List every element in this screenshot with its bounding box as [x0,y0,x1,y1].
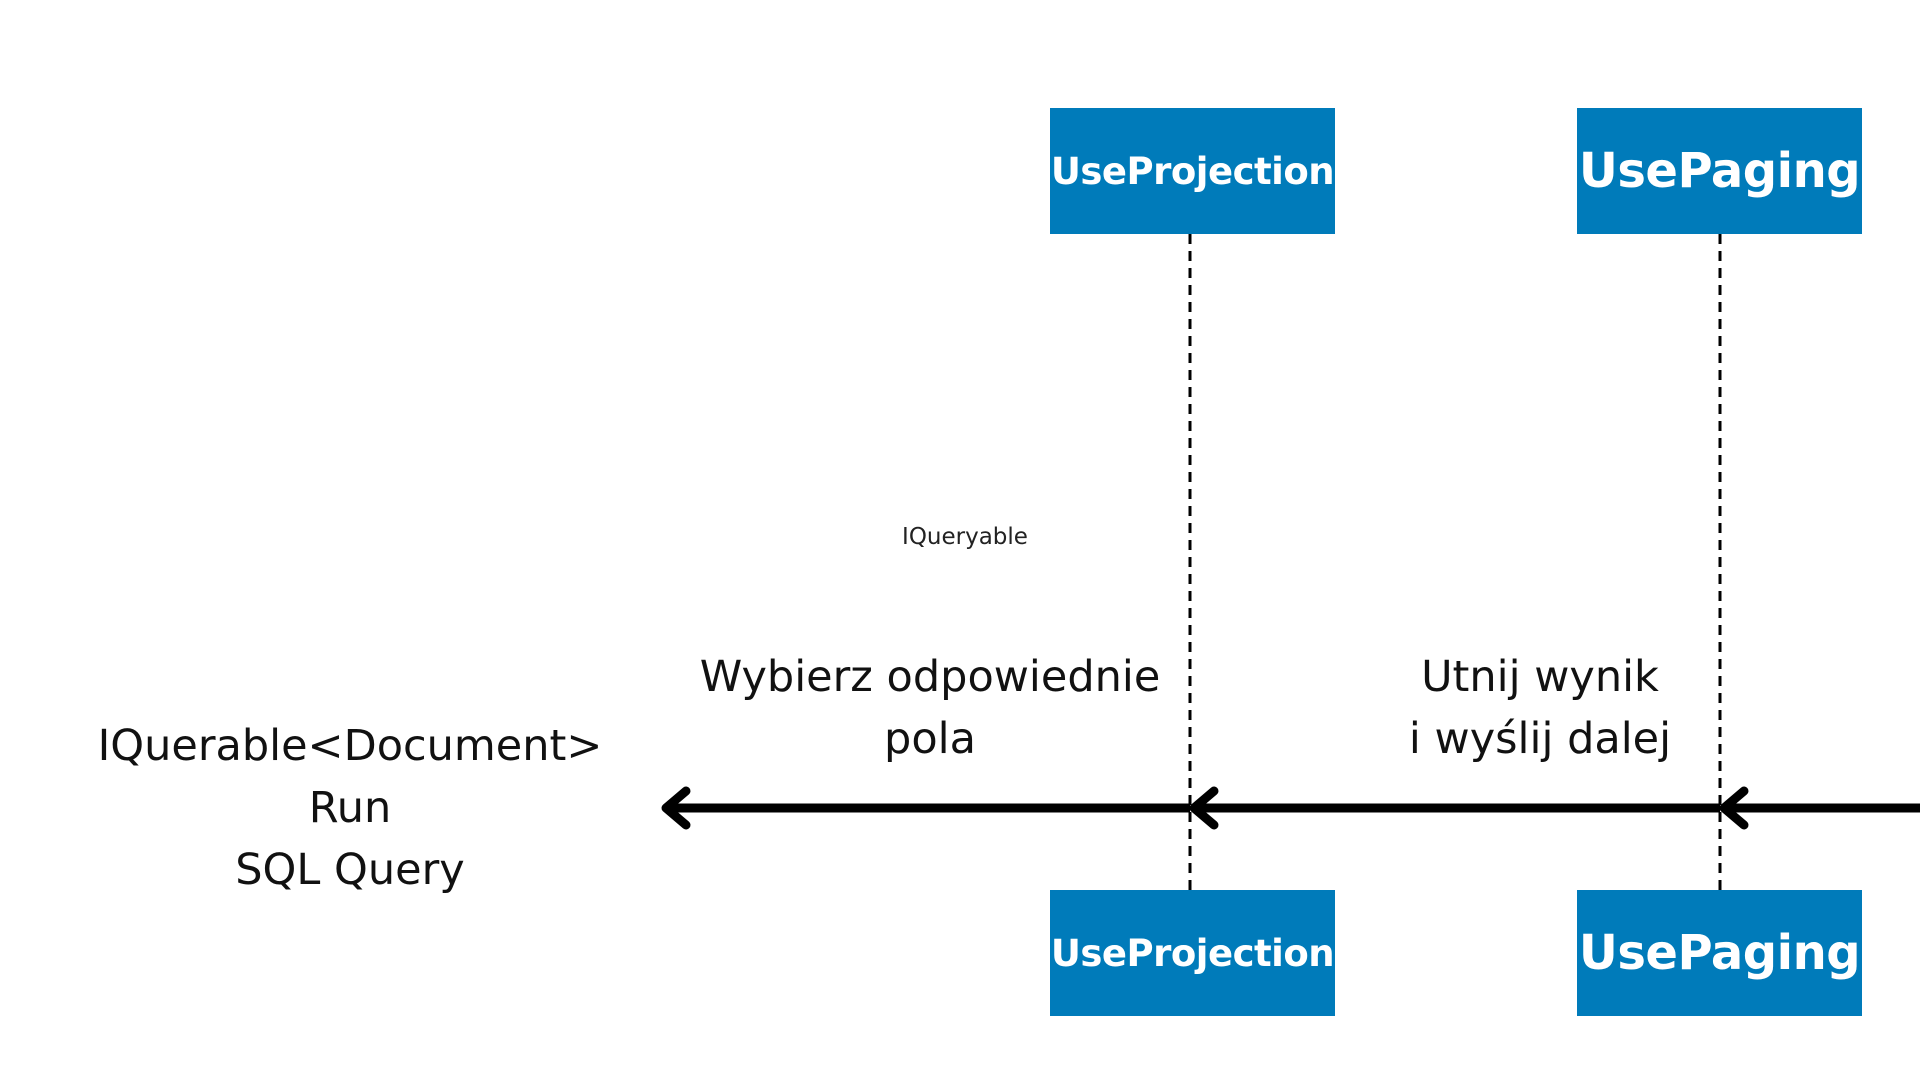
source-line: Run [308,783,392,833]
participant-label: UseProjection [1050,931,1335,975]
source-line: IQuerable<Document> [97,721,603,771]
select-fields-message: Wybierz odpowiednie pola [680,646,1180,770]
participant-usepaging-bottom: UsePaging [1577,890,1862,1016]
trim-result-message: Utnij wynik i wyślij dalej [1340,646,1740,770]
participant-useprojection-bottom: UseProjection [1050,890,1335,1016]
iqueryable-label: IQueryable [902,524,1028,550]
arrow-paging-in [1719,786,1920,830]
message-line: i wyślij dalej [1408,714,1672,764]
participant-usepaging-top: UsePaging [1577,108,1862,234]
message-line: Wybierz odpowiednie [699,652,1161,702]
message-line: pola [884,714,976,764]
arrow-projection-to-source [661,786,1190,830]
message-line: Utnij wynik [1421,652,1659,702]
participant-label: UseProjection [1050,149,1335,193]
participant-useprojection-top: UseProjection [1050,108,1335,234]
participant-label: UsePaging [1578,143,1861,199]
arrow-paging-to-projection [1189,786,1720,830]
participant-label: UsePaging [1578,925,1861,981]
source-line: SQL Query [235,845,465,895]
source-query-label: IQuerable<Document> Run SQL Query [70,715,630,901]
